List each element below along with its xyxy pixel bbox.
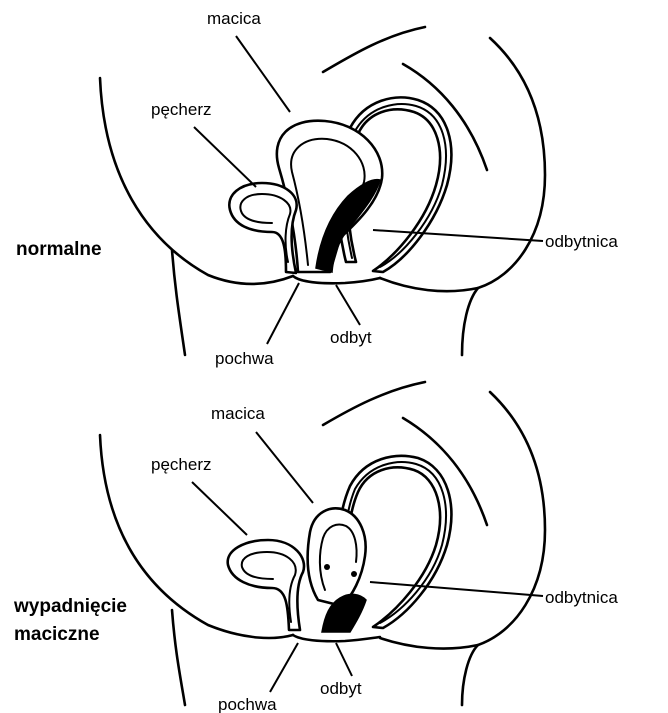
perineum-base	[293, 276, 380, 283]
label-vagina-2: pochwa	[218, 695, 277, 713]
title-normal: normalne	[16, 239, 102, 260]
title-prolapse-line-2: maciczne	[14, 624, 100, 645]
bladder-2	[228, 540, 304, 630]
panel-prolapse: wypadnięcie maciczne macica pęcherz odby…	[13, 382, 618, 713]
thigh-outline-2	[462, 645, 478, 705]
title-prolapse-line-1: wypadnięcie	[13, 596, 127, 617]
leg-outline	[172, 250, 185, 355]
label-uterus: macica	[207, 9, 261, 28]
cervix-dot-1	[324, 564, 330, 570]
back-curve-outer	[323, 27, 425, 72]
leader-bladder-2	[192, 482, 247, 535]
cervix-dot-2	[351, 571, 357, 577]
leg-outline-2	[172, 610, 185, 705]
label-vagina: pochwa	[215, 349, 274, 368]
leader-bladder	[194, 127, 256, 187]
leader-uterus-2	[256, 432, 313, 503]
leader-rectum	[373, 230, 543, 241]
label-rectum: odbytnica	[545, 232, 618, 251]
thigh-outline	[462, 288, 478, 355]
leader-anus-2	[336, 643, 352, 676]
leader-uterus	[236, 36, 290, 112]
label-bladder-2: pęcherz	[151, 455, 211, 474]
label-anus-2: odbyt	[320, 679, 362, 698]
leader-vagina	[267, 283, 299, 344]
panel-normal: normalne macica pęcherz odbytnica odbyt …	[16, 9, 618, 368]
label-uterus-2: macica	[211, 404, 265, 423]
back-curve-outer-2	[323, 382, 425, 425]
leader-anus	[336, 285, 360, 325]
leader-vagina-2	[270, 643, 298, 692]
label-rectum-2: odbytnica	[545, 588, 618, 607]
label-anus: odbyt	[330, 328, 372, 347]
perineum-base-2	[293, 635, 380, 641]
leader-rectum-2	[370, 582, 543, 596]
label-bladder: pęcherz	[151, 100, 211, 119]
